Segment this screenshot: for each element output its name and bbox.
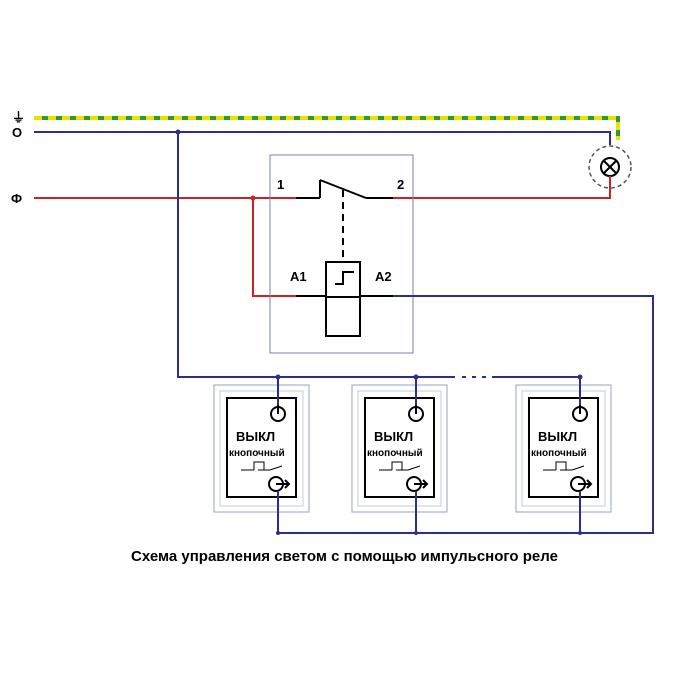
terminal-1-label: 1 xyxy=(277,177,284,192)
button-switch-3: ВЫКЛ кнопочный xyxy=(515,374,612,535)
switch-feed-wire xyxy=(177,132,455,378)
continuation-dots xyxy=(456,376,486,534)
coil-a2-wire xyxy=(278,295,654,534)
terminal-a2-label: A2 xyxy=(375,269,392,284)
terminal-a1-label: A1 xyxy=(290,269,307,284)
relay-coil xyxy=(296,261,393,337)
neutral-wire xyxy=(34,131,611,145)
button-switch-2: ВЫКЛ кнопочный xyxy=(351,374,448,535)
neutral-label: O xyxy=(12,125,22,140)
switch-title: ВЫКЛ xyxy=(236,429,275,444)
ground-wire xyxy=(34,116,620,140)
switch-subtitle: кнопочный xyxy=(531,448,587,459)
switch-subtitle: кнопочный xyxy=(367,448,423,459)
switch-subtitle: кнопочный xyxy=(229,448,285,459)
diagram-caption: Схема управления светом с помощью импуль… xyxy=(131,548,558,565)
terminal-2-label: 2 xyxy=(397,177,404,192)
switch-title: ВЫКЛ xyxy=(538,429,577,444)
relay-contact xyxy=(296,179,393,262)
relay-frame xyxy=(269,154,414,354)
relay-output-wire xyxy=(393,176,611,199)
ground-symbol: ⏚ xyxy=(12,110,25,125)
coil-a1-wire xyxy=(252,198,296,297)
switch-title: ВЫКЛ xyxy=(374,429,413,444)
phase-label: Ф xyxy=(11,191,22,206)
button-switch-1: ВЫКЛ кнопочный xyxy=(213,374,310,535)
